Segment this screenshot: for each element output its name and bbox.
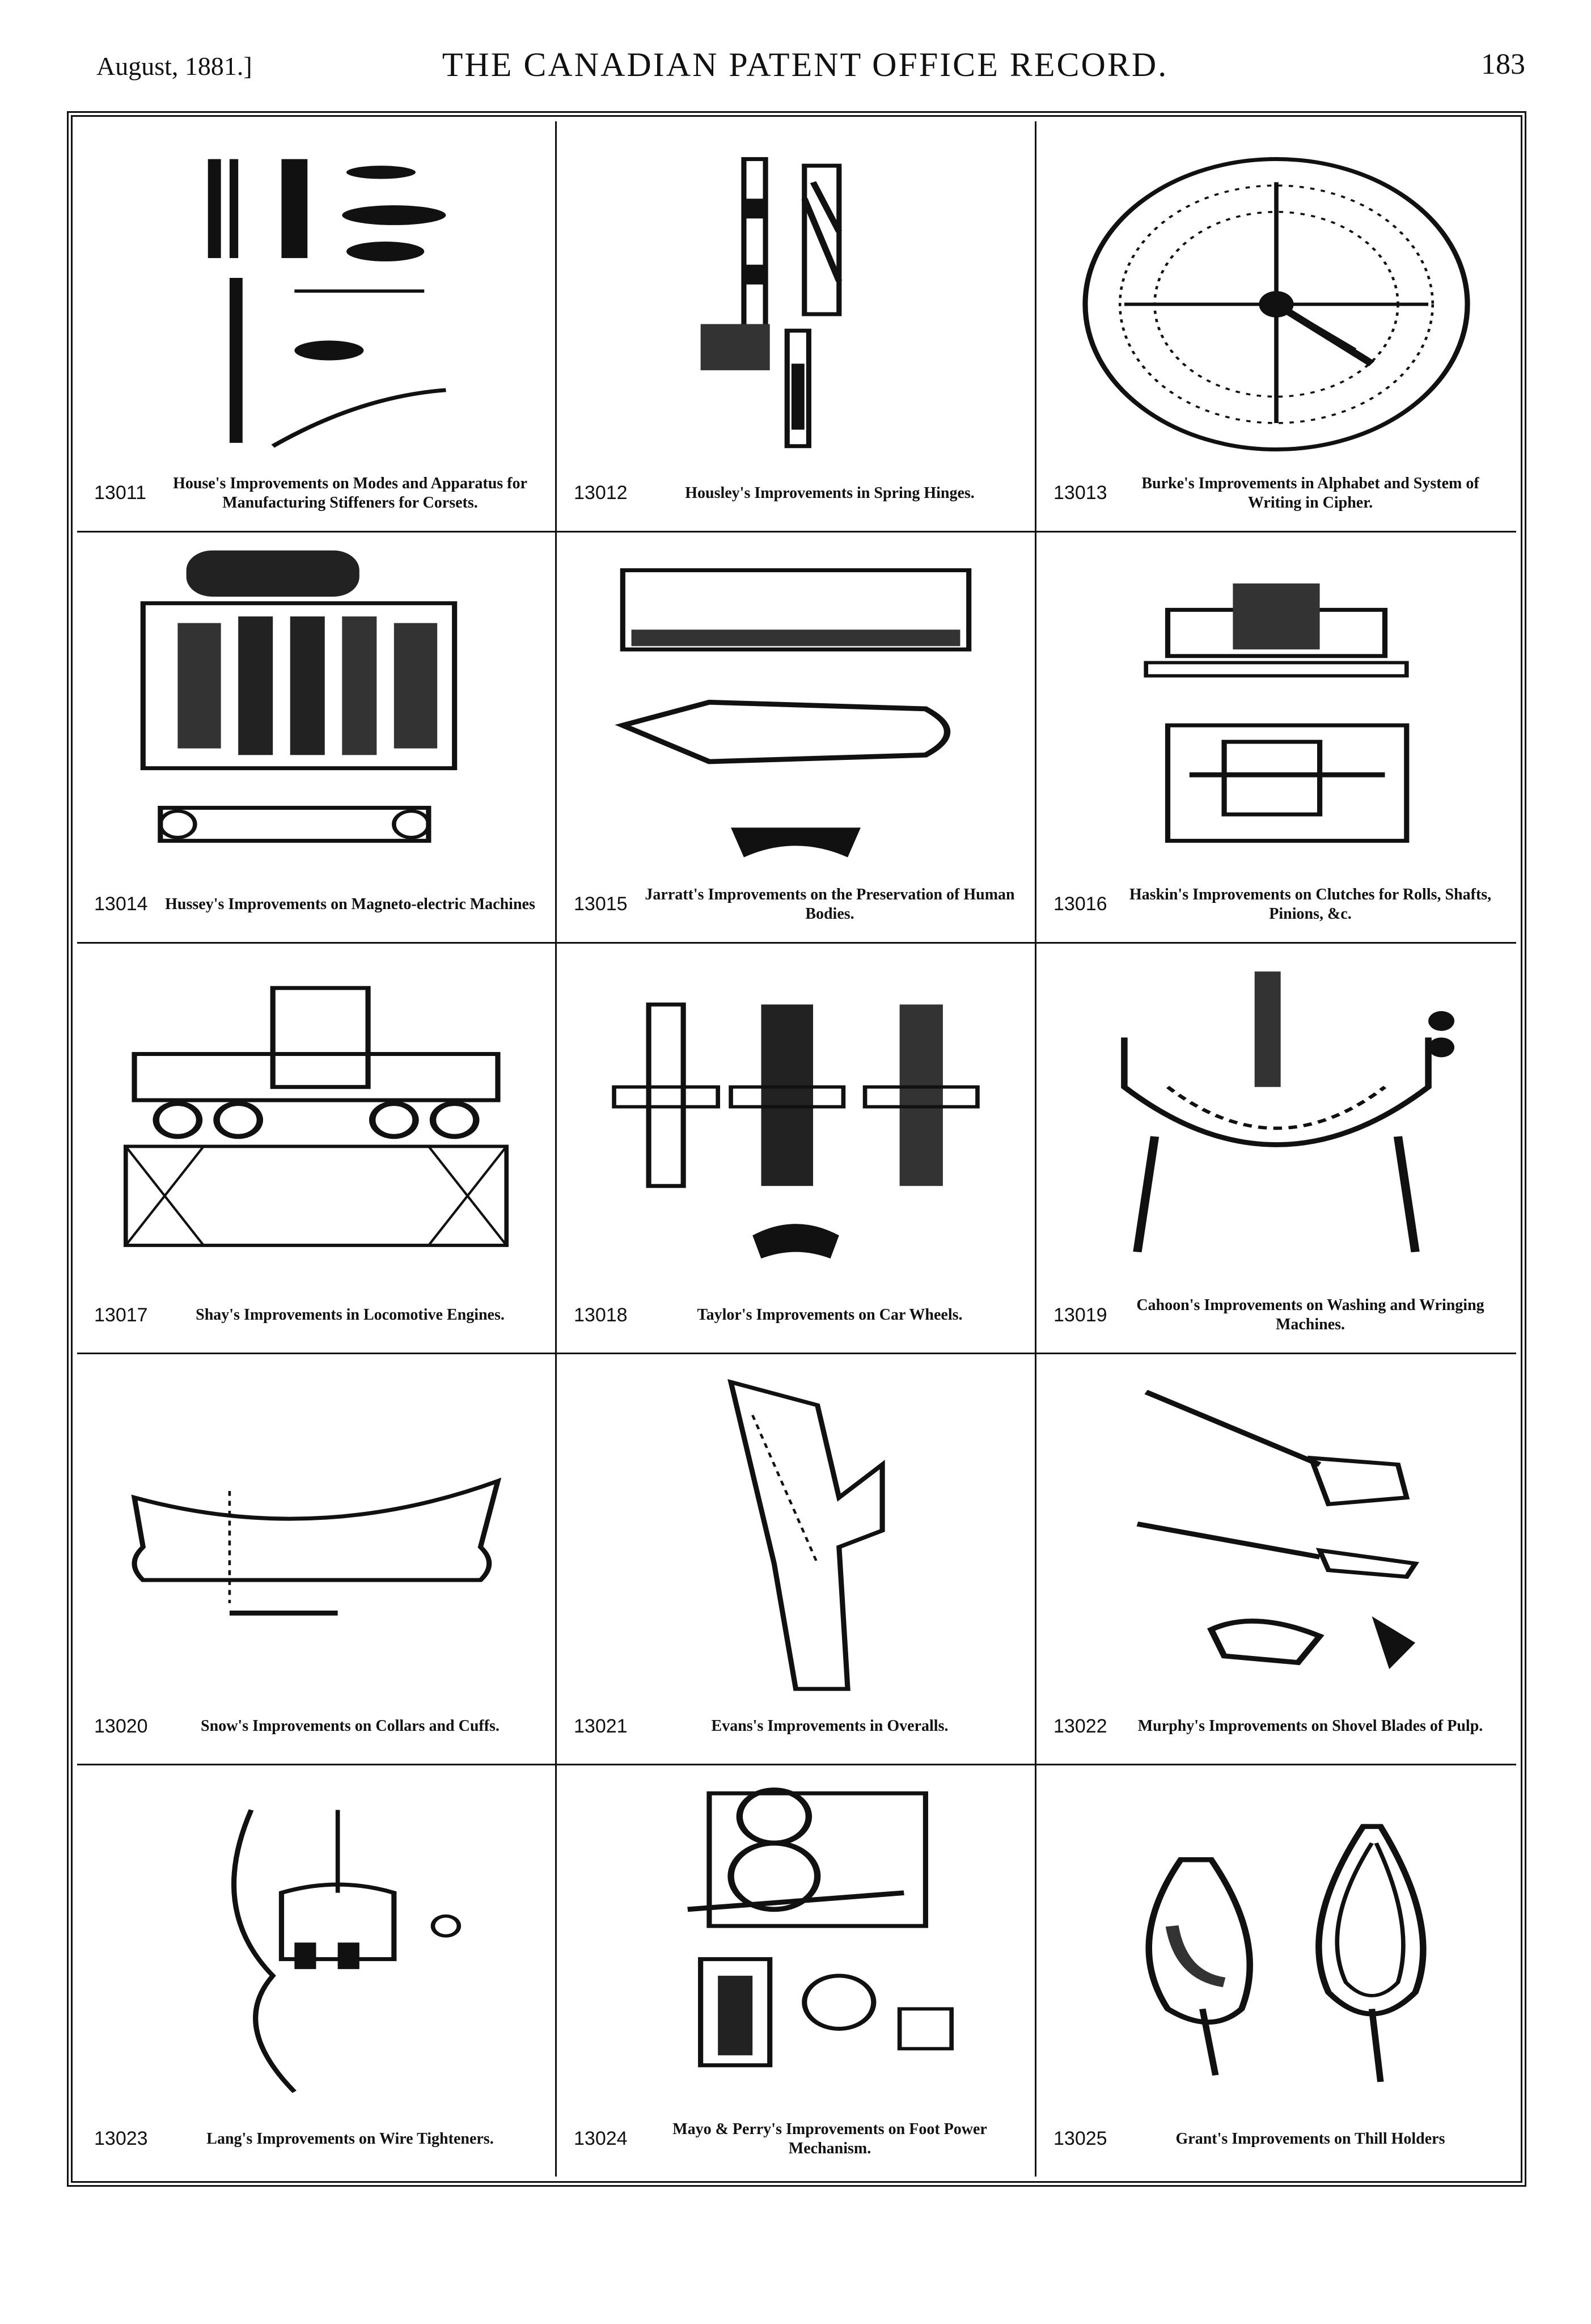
- patent-caption: 13013 Burke's Improvements in Alphabet a…: [1053, 466, 1499, 521]
- patent-title: Snow's Improvements on Collars and Cuffs…: [201, 1717, 500, 1735]
- patent-title: Murphy's Improvements on Shovel Blades o…: [1137, 1717, 1483, 1735]
- page-header: August, 1881.] THE CANADIAN PATENT OFFIC…: [85, 40, 1525, 96]
- patent-number: 13024: [574, 2128, 628, 2150]
- patent-caption: 13011 House's Improvements on Modes and …: [94, 466, 538, 521]
- patent-caption: 13015 Jarratt's Improvements on the Pres…: [574, 877, 1018, 932]
- patent-title: House's Improvements on Modes and Appara…: [173, 474, 527, 512]
- patent-cell: 13018 Taylor's Improvements on Car Wheel…: [557, 943, 1036, 1355]
- patent-title: Taylor's Improvements on Car Wheels.: [697, 1306, 963, 1324]
- patent-number: 13011: [94, 482, 147, 504]
- patent-caption: 13021 Evans's Improvements in Overalls.: [574, 1699, 1018, 1753]
- patent-caption: 13018 Taylor's Improvements on Car Wheel…: [574, 1288, 1018, 1342]
- patent-drawing-shovel: [1059, 1366, 1493, 1696]
- patent-caption: 13014 Hussey's Improvements on Magneto-e…: [94, 877, 538, 932]
- patent-title: Haskin's Improvements on Clutches for Ro…: [1129, 885, 1492, 923]
- patent-number: 13016: [1053, 893, 1107, 915]
- patent-caption: 13012 Housley's Improvements in Spring H…: [574, 466, 1018, 521]
- patent-title: Lang's Improvements on Wire Tighteners.: [206, 2129, 494, 2148]
- patent-title: Evans's Improvements in Overalls.: [711, 1717, 949, 1735]
- patent-cell: 13022 Murphy's Improvements on Shovel Bl…: [1036, 1354, 1516, 1766]
- patent-caption: 13016 Haskin's Improvements on Clutches …: [1053, 877, 1499, 932]
- patent-number: 13022: [1053, 1715, 1107, 1737]
- patent-cell: 13019 Cahoon's Improvements on Washing a…: [1036, 944, 1516, 1355]
- publication-title: THE CANADIAN PATENT OFFICE RECORD.: [442, 46, 1169, 83]
- patent-number: 13017: [94, 1304, 148, 1326]
- patent-caption: 13025 Grant's Improvements on Thill Hold…: [1053, 2112, 1499, 2166]
- patent-caption: 13020 Snow's Improvements on Collars and…: [94, 1699, 538, 1753]
- patent-number: 13014: [94, 893, 148, 915]
- page-number: 183: [1481, 48, 1525, 81]
- patent-title: Hussey's Improvements on Magneto-electri…: [165, 895, 535, 913]
- patent-drawing-thill-holder: [1059, 1777, 1493, 2108]
- patent-number: 13025: [1053, 2128, 1107, 2150]
- patent-title: Grant's Improvements on Thill Holders: [1175, 2129, 1445, 2148]
- patent-drawing-car-wheels: [579, 955, 1012, 1285]
- patent-drawing-foot-power: [579, 1777, 1012, 2108]
- patent-drawing-spring-hinges: [579, 133, 1012, 463]
- patent-title: Cahoon's Improvements on Washing and Wri…: [1136, 1296, 1484, 1334]
- patent-cell: 13011 House's Improvements on Modes and …: [77, 121, 557, 533]
- patent-title: Housley's Improvements in Spring Hinges.: [685, 484, 975, 502]
- patent-drawing-preservation-casket: [579, 544, 1012, 874]
- patent-number: 13015: [574, 893, 628, 915]
- patent-cell: 13013 Burke's Improvements in Alphabet a…: [1036, 121, 1516, 533]
- patent-cell: 13020 Snow's Improvements on Collars and…: [77, 1354, 557, 1766]
- patent-drawing-washing-machine: [1059, 955, 1493, 1285]
- patent-title: Shay's Improvements in Locomotive Engine…: [196, 1306, 505, 1324]
- patent-drawing-magneto-machine: [100, 544, 532, 874]
- patent-number: 13012: [574, 482, 628, 504]
- patent-drawing-clutch: [1059, 544, 1493, 874]
- issue-date: August, 1881.]: [96, 52, 252, 81]
- patent-cell: 13016 Haskin's Improvements on Clutches …: [1036, 533, 1516, 944]
- patent-cell: 13017 Shay's Improvements in Locomotive …: [77, 943, 557, 1355]
- patent-grid: 13011 House's Improvements on Modes and …: [77, 121, 1516, 2177]
- patent-caption: 13023 Lang's Improvements on Wire Tighte…: [94, 2112, 538, 2166]
- patent-title: Mayo & Perry's Improvements on Foot Powe…: [672, 2120, 987, 2157]
- patent-cell: 13021 Evans's Improvements in Overalls.: [557, 1354, 1036, 1766]
- patent-drawing-corset-stiffeners: [100, 133, 532, 463]
- patent-number: 13018: [574, 1304, 628, 1326]
- patent-title: Burke's Improvements in Alphabet and Sys…: [1141, 474, 1479, 512]
- patent-number: 13020: [94, 1715, 148, 1737]
- patent-drawing-overalls: [579, 1366, 1012, 1696]
- patent-caption: 13019 Cahoon's Improvements on Washing a…: [1053, 1288, 1499, 1342]
- patent-drawing-locomotive: [100, 955, 532, 1285]
- patent-cell: 13025 Grant's Improvements on Thill Hold…: [1036, 1765, 1516, 2177]
- patent-plate-frame: 13011 House's Improvements on Modes and …: [67, 111, 1526, 2187]
- patent-number: 13021: [574, 1715, 628, 1737]
- patent-drawing-wire-tightener: [100, 1777, 532, 2108]
- patent-cell: 13024 Mayo & Perry's Improvements on Foo…: [557, 1765, 1036, 2177]
- patent-drawing-collar: [100, 1366, 532, 1696]
- patent-caption: 13017 Shay's Improvements in Locomotive …: [94, 1288, 538, 1342]
- patent-number: 13023: [94, 2128, 148, 2150]
- patent-cell: 13015 Jarratt's Improvements on the Pres…: [557, 532, 1036, 944]
- patent-cell: 13014 Hussey's Improvements on Magneto-e…: [77, 532, 557, 944]
- patent-number: 13013: [1053, 482, 1107, 504]
- patent-cell: 13012 Housley's Improvements in Spring H…: [557, 121, 1036, 533]
- patent-cell: 13023 Lang's Improvements on Wire Tighte…: [77, 1765, 557, 2177]
- patent-drawing-cipher-dial: [1059, 133, 1493, 463]
- patent-number: 13019: [1053, 1304, 1107, 1326]
- patent-title: Jarratt's Improvements on the Preservati…: [645, 885, 1015, 923]
- patent-caption: 13022 Murphy's Improvements on Shovel Bl…: [1053, 1699, 1499, 1753]
- patent-caption: 13024 Mayo & Perry's Improvements on Foo…: [574, 2112, 1018, 2166]
